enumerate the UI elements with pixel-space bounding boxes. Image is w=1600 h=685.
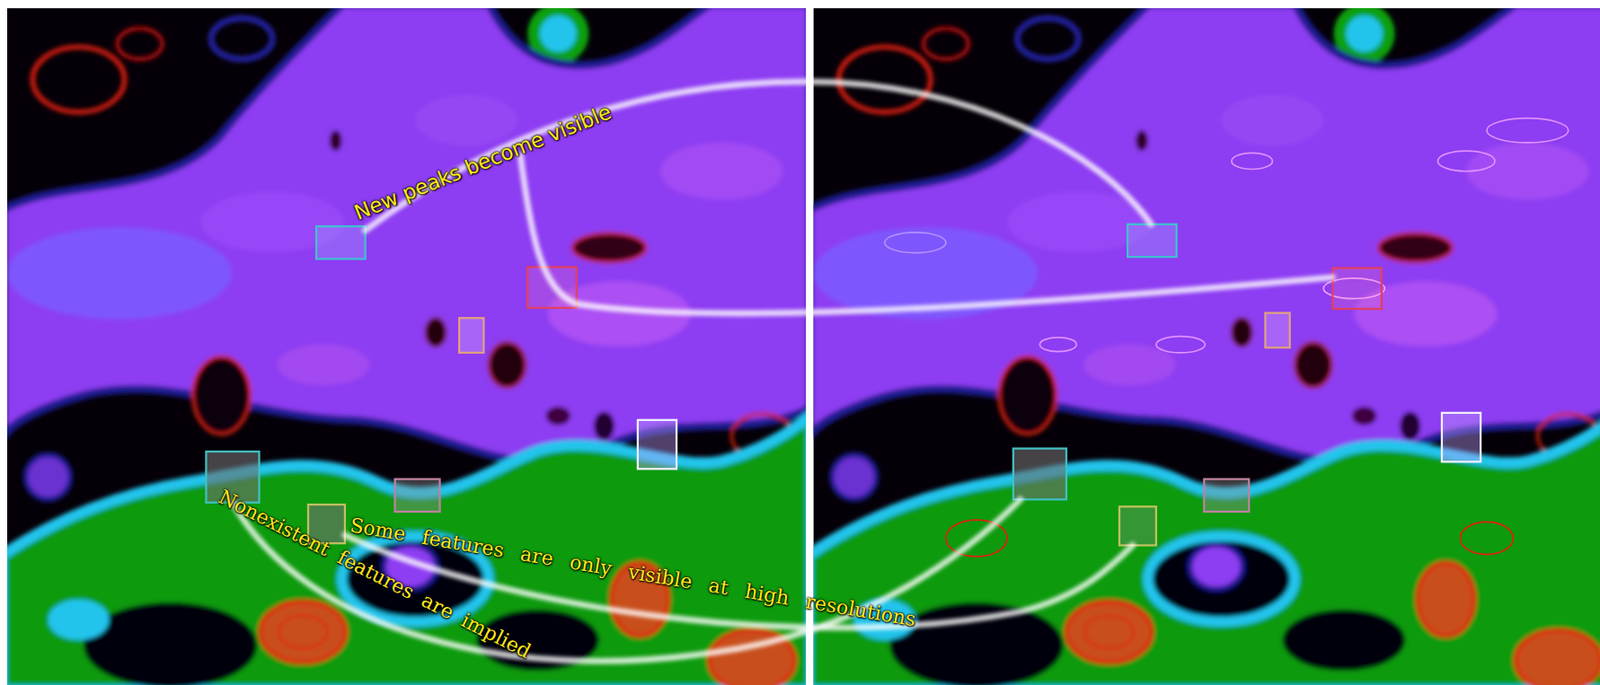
- top-margin: [0, 0, 1600, 9]
- panel-divider: [805, 0, 814, 685]
- region-boxes: [205, 224, 1481, 547]
- annotation-new-peaks: New peaks become visible: [351, 101, 614, 224]
- annotation-nonexistent: Nonexistent features are implied: [215, 486, 534, 663]
- high-resolution-panel: [813, 2, 1600, 685]
- correspondence-curves: [232, 81, 1333, 662]
